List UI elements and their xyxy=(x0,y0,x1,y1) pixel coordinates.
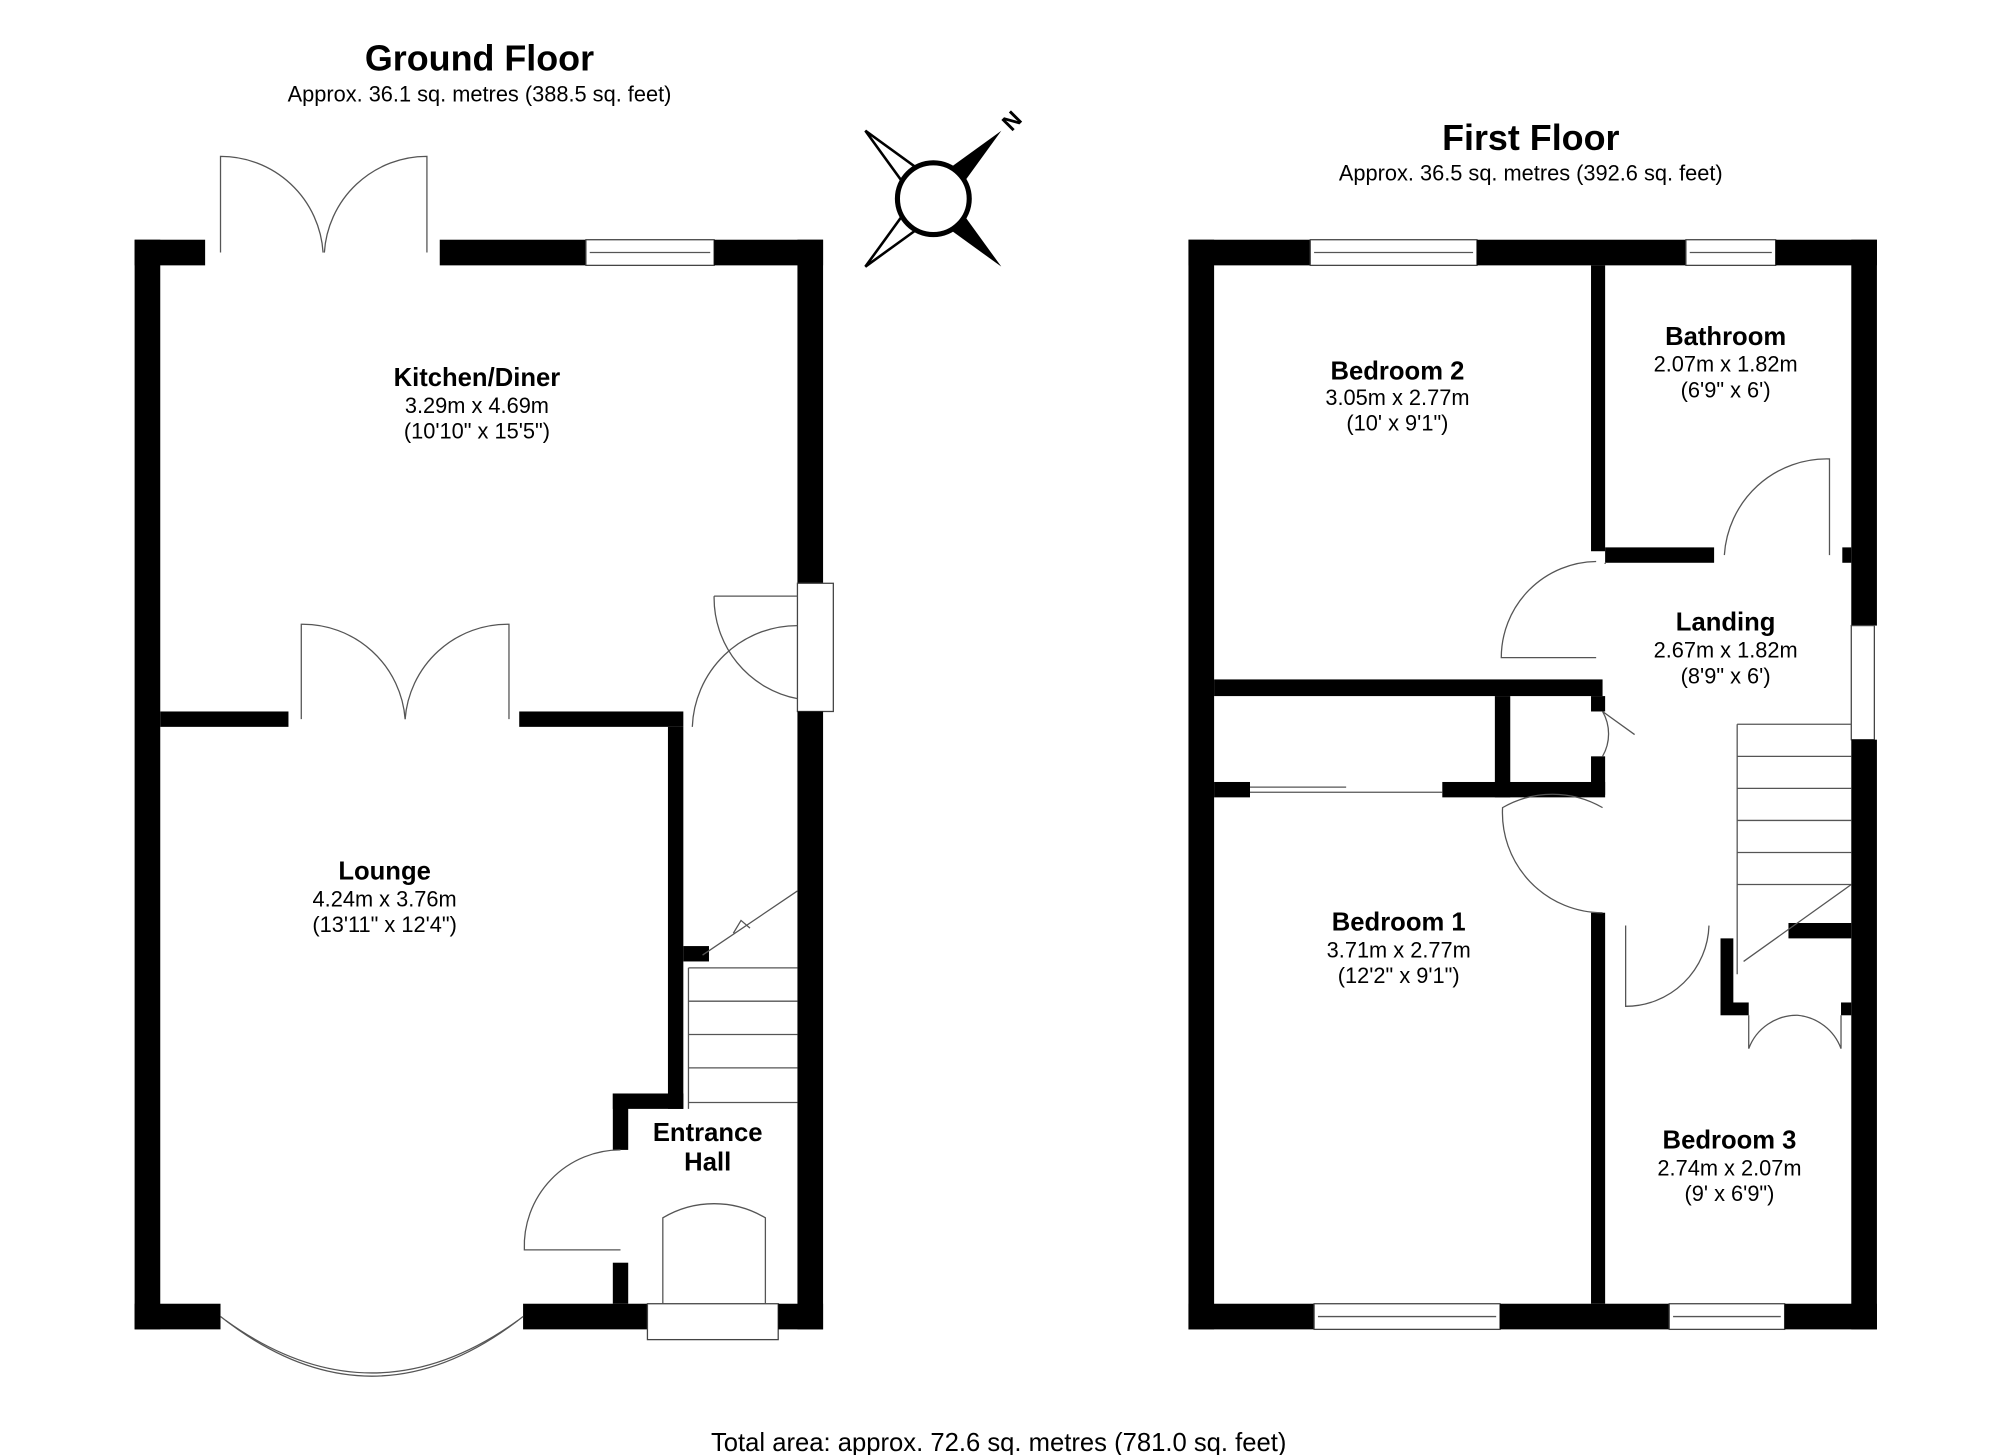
svg-text:(9' x 6'9"): (9' x 6'9") xyxy=(1685,1181,1775,1206)
room-label-lounge: Lounge 4.24m x 3.76m (13'11" x 12'4") xyxy=(312,857,456,937)
svg-text:Kitchen/Diner: Kitchen/Diner xyxy=(394,364,561,392)
svg-text:Landing: Landing xyxy=(1676,609,1776,637)
room-label-bedroom-1: Bedroom 1 3.71m x 2.77m (12'2" x 9'1") xyxy=(1327,909,1471,989)
first-floor-fixtures xyxy=(1250,458,1852,1049)
compass-north-label: N xyxy=(997,106,1027,136)
svg-text:Bedroom 2: Bedroom 2 xyxy=(1331,357,1465,385)
ground-floor-title: Ground Floor xyxy=(365,39,594,79)
svg-text:2.67m x 1.82m: 2.67m x 1.82m xyxy=(1654,638,1798,663)
svg-text:Hall: Hall xyxy=(684,1148,731,1176)
room-label-bedroom-2: Bedroom 2 3.05m x 2.77m (10' x 9'1") xyxy=(1325,357,1469,435)
room-label-kitchen-diner: Kitchen/Diner 3.29m x 4.69m (10'10" x 15… xyxy=(394,364,561,444)
svg-text:4.24m x 3.76m: 4.24m x 3.76m xyxy=(313,886,457,911)
svg-text:(6'9" x 6'): (6'9" x 6') xyxy=(1681,377,1771,402)
svg-text:Lounge: Lounge xyxy=(338,857,431,885)
ground-floor-fixtures xyxy=(219,155,798,1377)
total-area: Total area: approx. 72.6 sq. metres (781… xyxy=(711,1429,1286,1455)
svg-text:3.05m x 2.77m: 3.05m x 2.77m xyxy=(1325,385,1469,410)
svg-text:(13'11" x 12'4"): (13'11" x 12'4") xyxy=(312,912,456,937)
first-floor-title: First Floor xyxy=(1442,118,1619,158)
svg-text:Bedroom 1: Bedroom 1 xyxy=(1332,909,1466,937)
svg-text:(10'10" x 15'5"): (10'10" x 15'5") xyxy=(404,418,550,443)
svg-text:(12'2" x 9'1"): (12'2" x 9'1") xyxy=(1338,963,1460,988)
first-floor-walls xyxy=(1188,239,1877,1331)
svg-text:(10' x 9'1"): (10' x 9'1") xyxy=(1346,411,1448,436)
room-label-bathroom: Bathroom 2.07m x 1.82m (6'9" x 6') xyxy=(1654,323,1798,403)
svg-text:3.29m x 4.69m: 3.29m x 4.69m xyxy=(405,393,549,418)
ground-floor-walls xyxy=(134,239,834,1341)
svg-text:2.74m x 2.07m: 2.74m x 2.07m xyxy=(1657,1156,1801,1181)
first-floor-area: Approx. 36.5 sq. metres (392.6 sq. feet) xyxy=(1339,161,1723,186)
ground-floor-area: Approx. 36.1 sq. metres (388.5 sq. feet) xyxy=(288,81,672,106)
svg-text:3.71m x 2.77m: 3.71m x 2.77m xyxy=(1327,938,1471,963)
svg-text:(8'9" x 6'): (8'9" x 6') xyxy=(1681,663,1771,688)
room-label-entrance-hall: Entrance Hall xyxy=(653,1119,763,1176)
compass-icon xyxy=(864,129,1002,268)
room-label-landing: Landing 2.67m x 1.82m (8'9" x 6') xyxy=(1654,609,1798,689)
svg-text:Entrance: Entrance xyxy=(653,1119,763,1147)
room-label-bedroom-3: Bedroom 3 2.74m x 2.07m (9' x 6'9") xyxy=(1657,1127,1801,1207)
svg-text:2.07m x 1.82m: 2.07m x 1.82m xyxy=(1654,352,1798,377)
svg-text:Bedroom 3: Bedroom 3 xyxy=(1663,1127,1797,1155)
svg-text:Bathroom: Bathroom xyxy=(1665,323,1786,351)
